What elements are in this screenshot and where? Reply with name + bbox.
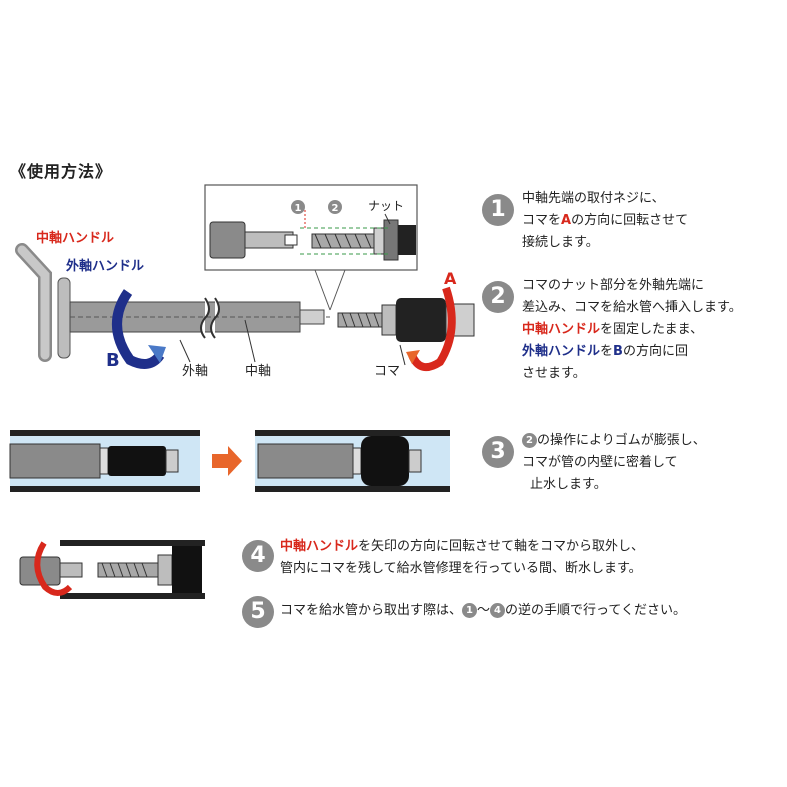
outer-shaft-label: 外軸: [182, 364, 208, 379]
step-5-number: 5: [242, 596, 274, 628]
callout-1-icon: [291, 200, 305, 214]
step-2-line-1: コマのナット部分を外軸先端に: [522, 278, 705, 293]
step-2-text-c: の方向に回: [622, 344, 688, 359]
step-2-direction-b: B: [613, 344, 623, 359]
assembly-diagram: 1 2 ナット B A 中軸ハンドル 外軸ハンドル 外軸 中軸 コマ: [15, 184, 475, 379]
nut-label: ナット: [368, 199, 404, 213]
center-handle-label: 中軸ハンドル: [36, 230, 114, 246]
step-1-text-a: コマを: [522, 213, 562, 228]
outer-handle-label: 外軸ハンドル: [65, 258, 144, 274]
outer-handle-shape: [57, 277, 71, 359]
arrow-b-label: B: [106, 350, 120, 371]
step-2-outer-handle: 外軸ハンドル: [522, 344, 601, 359]
step-5-text-b: の逆の手順で行ってください。: [505, 603, 686, 618]
rotation-arrow-icon: [34, 541, 73, 596]
step-3-text-a: の操作によりゴムが膨張し、: [537, 433, 706, 448]
step-1-line-3: 接続します。: [522, 235, 599, 250]
arrow-a-shape: [408, 286, 456, 372]
page-title: 《使用方法》: [10, 162, 113, 181]
arrow-a-label: A: [444, 269, 457, 288]
koma-shape: [396, 298, 446, 342]
step-3-number: 3: [482, 436, 514, 468]
step-2-line-5: させます。: [522, 366, 586, 381]
step-4-text-a: を矢印の方向に回転させて軸をコマから取外し、: [358, 539, 645, 554]
step-1-text-b: の方向に回転させて: [571, 213, 689, 228]
step-2-text-a: を固定したまま、: [600, 322, 704, 337]
callout-1-label: 1: [295, 203, 302, 214]
arrow-b-shape: [112, 289, 165, 369]
transition-arrow-icon: [212, 446, 242, 476]
step-5-text-a: コマを給水管から取出す際は、: [280, 603, 463, 618]
step-3-line-2: コマが管の内壁に密着して: [522, 455, 678, 470]
step-1-line-1: 中軸先端の取付ネジに、: [522, 191, 665, 206]
step-3-line-3: 止水します。: [530, 477, 607, 492]
step-4-number: 4: [242, 540, 274, 572]
step-3-ref-2: 2: [522, 433, 537, 448]
pipe-expansion-diagram: [9, 430, 450, 492]
step-4-center-handle: 中軸ハンドル: [280, 539, 359, 554]
step-1-direction-a: A: [561, 213, 572, 228]
step-4-line-2: 管内にコマを残して給水管修理を行っている間、断水します。: [280, 561, 642, 576]
shaft-removal-diagram: [19, 540, 205, 599]
step-1-number: 1: [482, 194, 514, 226]
step-2-line-2: 差込み、コマを給水管へ挿入します。: [522, 300, 742, 315]
koma-label: コマ: [374, 364, 400, 379]
center-shaft-label: 中軸: [245, 364, 271, 379]
step-5-ref-4: 4: [490, 603, 506, 618]
callout-2-label: 2: [332, 203, 339, 214]
step-5-tilde: ～: [477, 603, 491, 618]
step-5-ref-1: 1: [462, 603, 478, 618]
step-2-number: 2: [482, 281, 514, 313]
step-2-text-b: を: [600, 344, 614, 359]
step-2-center-handle: 中軸ハンドル: [522, 322, 601, 337]
callout-2-icon: [328, 200, 342, 214]
